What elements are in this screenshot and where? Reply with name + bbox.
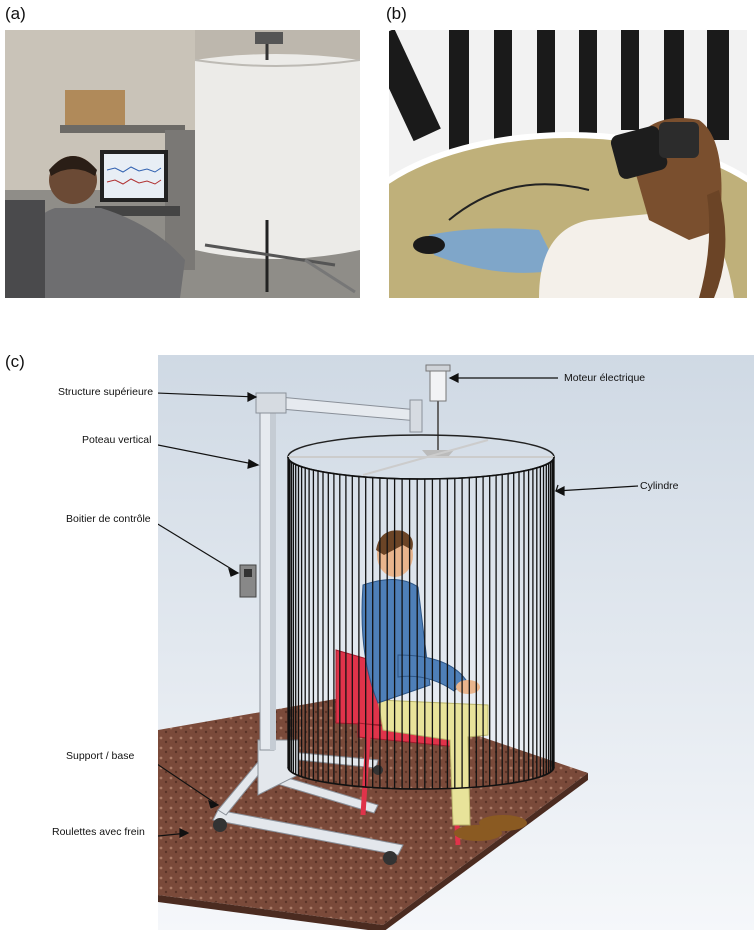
cylinder-bars xyxy=(287,457,555,789)
photo-vr-participant xyxy=(389,30,747,298)
photo-lab-operator xyxy=(5,30,360,298)
label-moteur-electrique: Moteur électrique xyxy=(564,372,646,384)
casters xyxy=(213,765,397,865)
panel-a-letter: (a) xyxy=(5,4,26,23)
panel-c-letter: (c) xyxy=(5,352,25,371)
label-roulettes-frein: Roulettes avec frein xyxy=(52,826,145,838)
label-structure-superieure: Structure supérieure xyxy=(58,386,154,398)
label-cylindre: Cylindre xyxy=(640,480,679,492)
electric-motor xyxy=(429,368,447,402)
label-poteau-vertical: Poteau vertical xyxy=(82,434,152,446)
cad-rendering xyxy=(158,355,754,930)
label-boitier-controle: Boitier de contrôle xyxy=(66,513,151,525)
label-support-base: Support / base xyxy=(66,750,135,762)
panel-b-letter: (b) xyxy=(386,4,407,23)
